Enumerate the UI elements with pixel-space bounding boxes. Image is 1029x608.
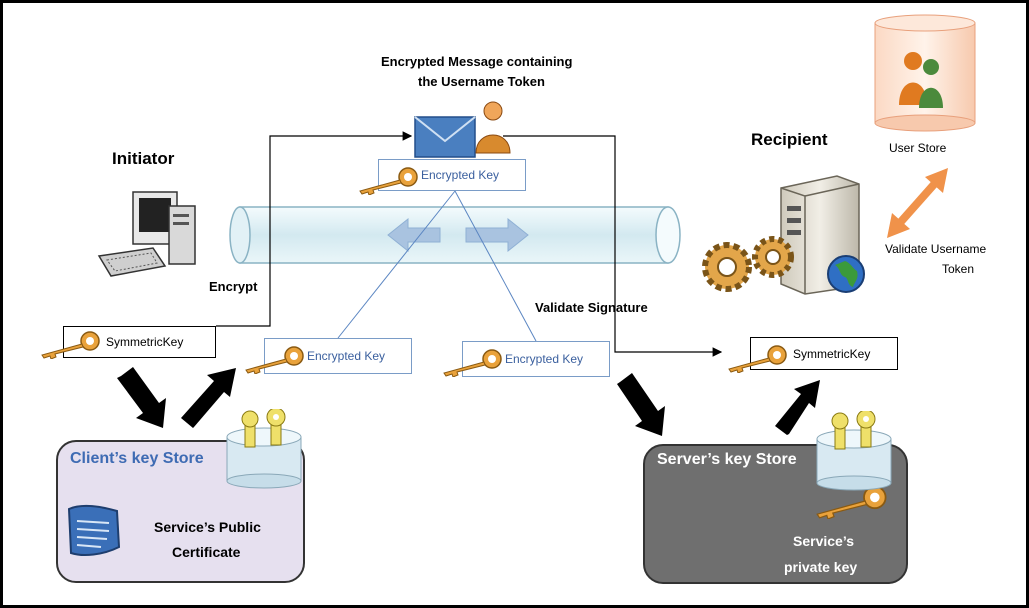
validate-signature-label: Validate Signature <box>535 300 648 315</box>
connectors-layer <box>117 131 948 436</box>
keystore-icon <box>226 409 302 489</box>
client-store-item-line2: Certificate <box>172 544 241 560</box>
encrypt-label: Encrypt <box>209 279 258 294</box>
key-icon <box>728 345 787 373</box>
recipient-title: Recipient <box>751 130 828 149</box>
key-icon <box>359 167 418 195</box>
message-title-line2: the Username Token <box>418 74 545 89</box>
user-store-label: User Store <box>889 141 947 155</box>
database-icon <box>874 14 976 132</box>
message-to-right-key-line <box>454 190 537 342</box>
validate-username-label: Validate Username <box>885 242 987 256</box>
client-symmetric-key-label: SymmetricKey <box>106 335 184 349</box>
client-store-item: Service’s Public <box>154 519 261 535</box>
server-store-title: Server’s key Store <box>657 451 797 468</box>
left-encrypted-key-label: Encrypted Key <box>307 349 386 363</box>
server-store-item-line2: private key <box>784 559 858 575</box>
globe-icon <box>827 255 865 293</box>
server-symmetric-key-label: SymmetricKey <box>793 346 871 361</box>
message-title: Encrypted Message containing <box>381 54 573 69</box>
encrypt-connector <box>216 131 413 327</box>
key-icon <box>41 331 100 359</box>
key-icon <box>245 346 304 374</box>
message-encrypted-key-label: Encrypted Key <box>421 168 500 182</box>
key-icon <box>816 485 887 519</box>
computer-icon <box>97 191 196 277</box>
certificate-icon <box>67 504 121 556</box>
arrow-from-server-store <box>775 380 820 435</box>
decrypt-connector <box>503 135 723 357</box>
server-store-item: Service’s <box>793 533 854 549</box>
right-encrypted-key-label: Encrypted Key <box>505 352 584 366</box>
envelope-icon <box>414 116 476 158</box>
initiator-title: Initiator <box>112 149 175 168</box>
arrow-to-server-store <box>617 373 665 436</box>
key-icon <box>443 349 502 377</box>
user-icon <box>475 101 511 154</box>
store-arrows <box>117 367 820 436</box>
validate-username-label-line2: Token <box>942 262 975 276</box>
gears-icon <box>702 236 794 292</box>
right-encrypted-key-box: Encrypted Key <box>462 341 610 377</box>
client-store-title: Client’s key Store <box>70 450 204 467</box>
arrow-from-client-store <box>181 368 236 428</box>
client-symmetric-key-box: SymmetricKey <box>63 326 216 358</box>
keystore-icon <box>816 411 892 491</box>
transport-pipe <box>229 206 681 264</box>
message-to-left-key-line <box>337 190 456 339</box>
user-store-arrow <box>887 168 948 238</box>
pipe-arrow-right <box>465 217 529 253</box>
arrow-to-client-store <box>117 367 166 428</box>
